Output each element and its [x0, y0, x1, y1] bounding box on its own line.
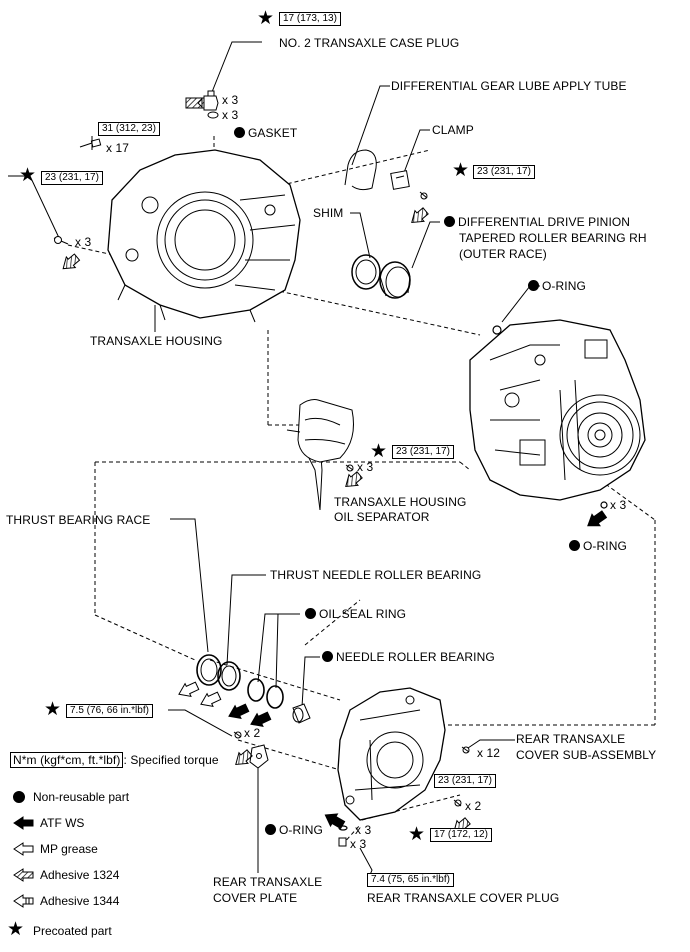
non-reusable-dot-icon [265, 824, 276, 835]
label-thrust-needle: THRUST NEEDLE ROLLER BEARING [270, 568, 482, 582]
transaxle-case-part [469, 319, 646, 501]
thrust-bearing-race-part [196, 654, 222, 686]
label-oil-sep-1: TRANSAXLE HOUSING [334, 495, 467, 509]
label-needle-bearing: NEEDLE ROLLER BEARING [322, 651, 495, 664]
legend-mp-grease: MP grease [40, 842, 98, 856]
label-lube-tube: DIFFERENTIAL GEAR LUBE APPLY TUBE [391, 79, 627, 93]
label-oil-sep-2: OIL SEPARATOR [334, 510, 430, 524]
legend-adhesive-1344: Adhesive 1344 [40, 894, 120, 908]
torque-housing-bolt: 31 (312, 23) [98, 122, 160, 136]
rear-cover-part [337, 687, 446, 821]
precoated-star-icon: ★ [408, 824, 426, 845]
label-case-plug: NO. 2 TRANSAXLE CASE PLUG [279, 36, 460, 50]
count-cover-small: x 2 [465, 799, 482, 813]
label-gasket: GASKET [234, 127, 297, 140]
label-diff-bearing-3: (OUTER RACE) [459, 247, 547, 261]
label-oil-seal: OIL SEAL RING [305, 608, 406, 621]
non-reusable-dot-icon [444, 216, 455, 227]
label-cover-plate-1: REAR TRANSAXLE [213, 875, 323, 889]
o-ring-top-part [492, 325, 502, 335]
label-o-ring-mid: O-RING [569, 540, 627, 553]
clamp-part [390, 170, 410, 190]
cover-plate-part [249, 744, 269, 769]
count-plug: x 3 [222, 93, 239, 107]
torque-cover-small: 17 (172, 12) [430, 828, 492, 842]
label-housing: TRANSAXLE HOUSING [90, 334, 223, 348]
transaxle-housing-part [53, 138, 301, 323]
legend-torque: N*m (kgf*cm, ft.*lbf): Specified torque [10, 752, 219, 768]
legend-icons [13, 791, 34, 908]
label-o-ring-top: O-RING [528, 280, 586, 293]
legend-atf-arrow-icon [13, 816, 34, 830]
legend-dot-icon [13, 791, 25, 803]
legend-adh1324-icon [13, 868, 34, 882]
torque-oil-separator: 23 (231, 17) [392, 445, 454, 459]
thrust-needle-bearing-part [217, 661, 241, 691]
count-cover: x 12 [477, 746, 501, 760]
label-cover-plate-2: COVER PLATE [213, 891, 298, 905]
count-plug-bottom: x 3 [350, 837, 367, 851]
legend-adh1344-icon [13, 894, 34, 908]
label-clamp: CLAMP [432, 123, 474, 137]
torque-housing-left: 23 (231, 17) [41, 171, 103, 185]
precoated-star-icon: ★ [370, 441, 388, 462]
legend-atf: ATF WS [40, 816, 85, 830]
count-o-ring-case: x 3 [610, 498, 627, 512]
torque-rear-cover: 23 (231, 17) [434, 774, 496, 788]
precoated-star-icon: ★ [44, 699, 62, 720]
label-rear-cover-1: REAR TRANSAXLE [516, 732, 626, 746]
non-reusable-dot-icon [305, 608, 316, 619]
count-housing-left: x 3 [75, 235, 92, 249]
non-reusable-dot-icon [322, 651, 333, 662]
torque-cover-plug: 7.4 (75, 65 in.*lbf) [367, 873, 454, 887]
needle-roller-bearing-part [292, 703, 311, 724]
torque-cover-plate: 7.5 (76, 66 in.*lbf) [66, 704, 153, 718]
count-oil-sep: x 3 [357, 460, 374, 474]
lube-tube-part [344, 149, 377, 191]
label-o-ring-bottom: O-RING [265, 824, 323, 837]
label-diff-bearing-2: TAPERED ROLLER BEARING RH [459, 231, 647, 245]
non-reusable-dot-icon [234, 127, 245, 138]
count-housing-bolt: x 17 [106, 141, 130, 155]
application-arrows [62, 207, 608, 834]
precoated-star-icon: ★ [452, 160, 470, 181]
precoated-star-icon: ★ [19, 165, 37, 186]
label-diff-bearing: DIFFERENTIAL DRIVE PINION [444, 216, 630, 229]
label-rear-cover-2: COVER SUB-ASSEMBLY [516, 748, 657, 762]
oil-separator-part [286, 399, 354, 463]
legend-precoated: Precoated part [33, 924, 112, 938]
count-gasket: x 3 [222, 108, 239, 122]
label-shim: SHIM [313, 206, 344, 220]
legend-star-icon: ★ [7, 919, 25, 940]
gasket-part [207, 111, 219, 119]
torque-case-plug: 17 (173, 13) [279, 12, 341, 26]
oil-seal-ring-part-1 [247, 678, 265, 702]
non-reusable-dot-icon [528, 280, 539, 291]
shim-part [351, 254, 381, 290]
count-o-ring-bottom: x 3 [355, 823, 372, 837]
label-cover-plug: REAR TRANSAXLE COVER PLUG [367, 891, 560, 905]
torque-clamp: 23 (231, 17) [473, 165, 535, 179]
precoated-star-icon: ★ [257, 8, 275, 29]
outer-race-part [379, 261, 411, 299]
count-plate: x 2 [244, 726, 261, 740]
case-plug-part [185, 90, 219, 111]
oil-seal-ring-part-2 [266, 685, 284, 709]
legend-non-reusable: Non-reusable part [33, 790, 130, 804]
legend-adhesive-1324: Adhesive 1324 [40, 868, 120, 882]
legend-grease-arrow-icon [13, 842, 34, 856]
non-reusable-dot-icon [569, 540, 580, 551]
label-thrust-race: THRUST BEARING RACE [6, 513, 151, 527]
